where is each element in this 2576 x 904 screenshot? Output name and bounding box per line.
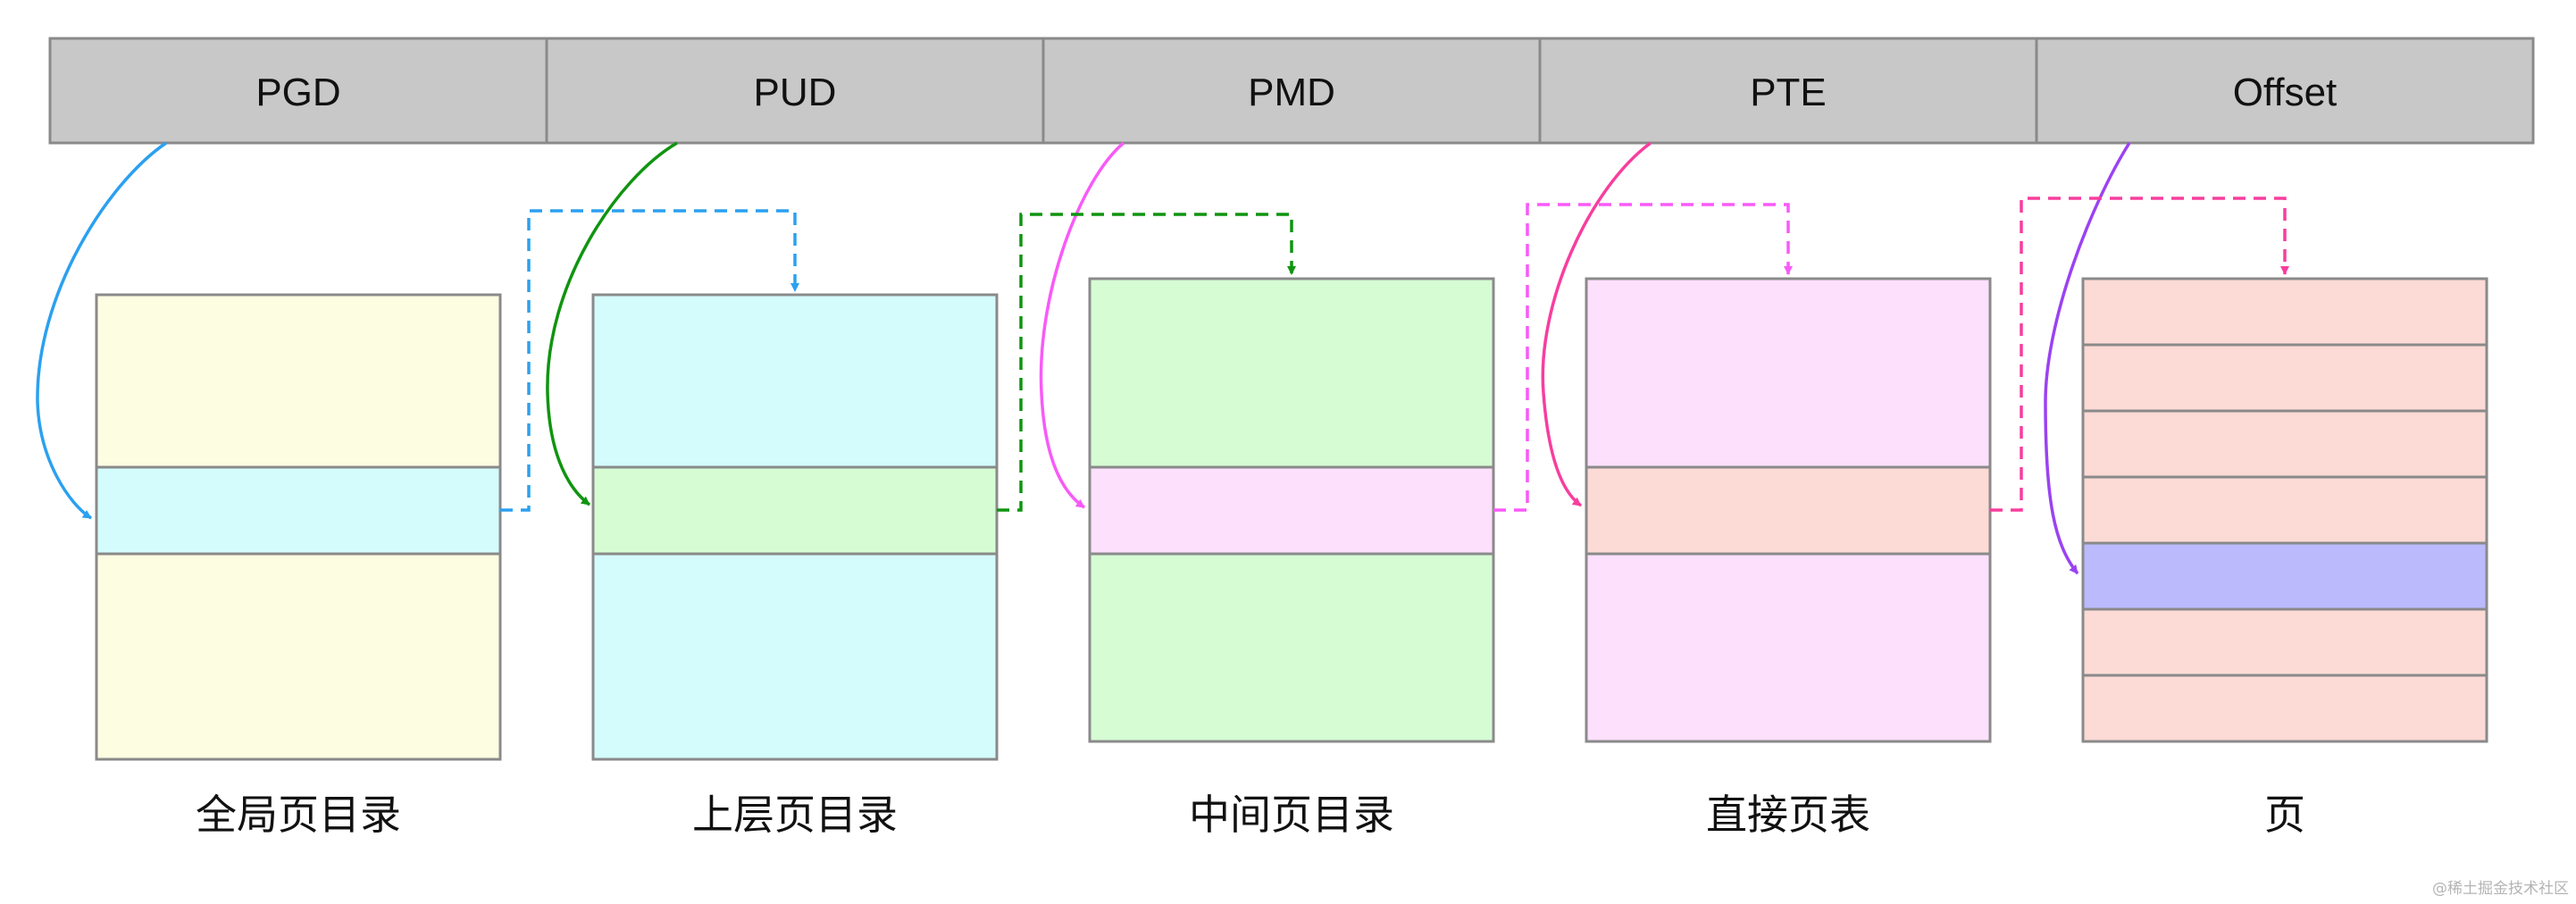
caption-page: 页 bbox=[2264, 791, 2305, 839]
field-offset bbox=[2035, 37, 2535, 145]
arrow-pud-index bbox=[546, 141, 678, 506]
page-body bbox=[2081, 277, 2488, 743]
field-label-pgd: PGD bbox=[255, 71, 340, 114]
caption-pte: 直接页表 bbox=[1706, 791, 1870, 839]
arrow-offset-index bbox=[2044, 142, 2131, 575]
caption-pud: 上层页目录 bbox=[692, 791, 898, 839]
field-label-pud: PUD bbox=[754, 71, 837, 114]
link-pmd-to-pte bbox=[1493, 203, 1793, 512]
caption-pmd: 中间页目录 bbox=[1189, 791, 1394, 839]
table-pgd bbox=[95, 293, 502, 761]
page-byte-highlight bbox=[2081, 541, 2488, 611]
table-entry-highlight bbox=[591, 465, 999, 556]
watermark: @稀土掘金技术社区 bbox=[2432, 880, 2569, 898]
caption-pgd: 全局页目录 bbox=[196, 791, 401, 839]
field-label-offset: Offset bbox=[2233, 71, 2338, 114]
address-fields-bar: PGD PUD PMD PTE Offset bbox=[48, 37, 2535, 145]
link-pgd-to-pud bbox=[500, 209, 799, 512]
field-pte bbox=[1538, 37, 2038, 145]
field-label-pmd: PMD bbox=[1248, 71, 1335, 114]
link-pte-to-page bbox=[1990, 197, 2289, 512]
table-entry-highlight bbox=[1088, 465, 1495, 556]
field-pgd bbox=[48, 37, 548, 145]
table-page bbox=[2081, 277, 2488, 743]
link-pud-to-pmd bbox=[997, 213, 1296, 512]
field-label-pte: PTE bbox=[1750, 71, 1827, 114]
field-pud bbox=[545, 37, 1045, 145]
arrow-pte-index bbox=[1541, 141, 1652, 507]
field-pmd bbox=[1041, 37, 1542, 145]
table-entry-highlight bbox=[1585, 465, 1992, 556]
table-pud bbox=[591, 293, 999, 761]
arrow-pgd-index bbox=[36, 141, 167, 520]
table-pmd bbox=[1088, 277, 1495, 743]
arrow-pmd-index bbox=[1039, 141, 1125, 509]
table-entry-highlight bbox=[95, 465, 502, 556]
table-pte bbox=[1585, 277, 1992, 743]
